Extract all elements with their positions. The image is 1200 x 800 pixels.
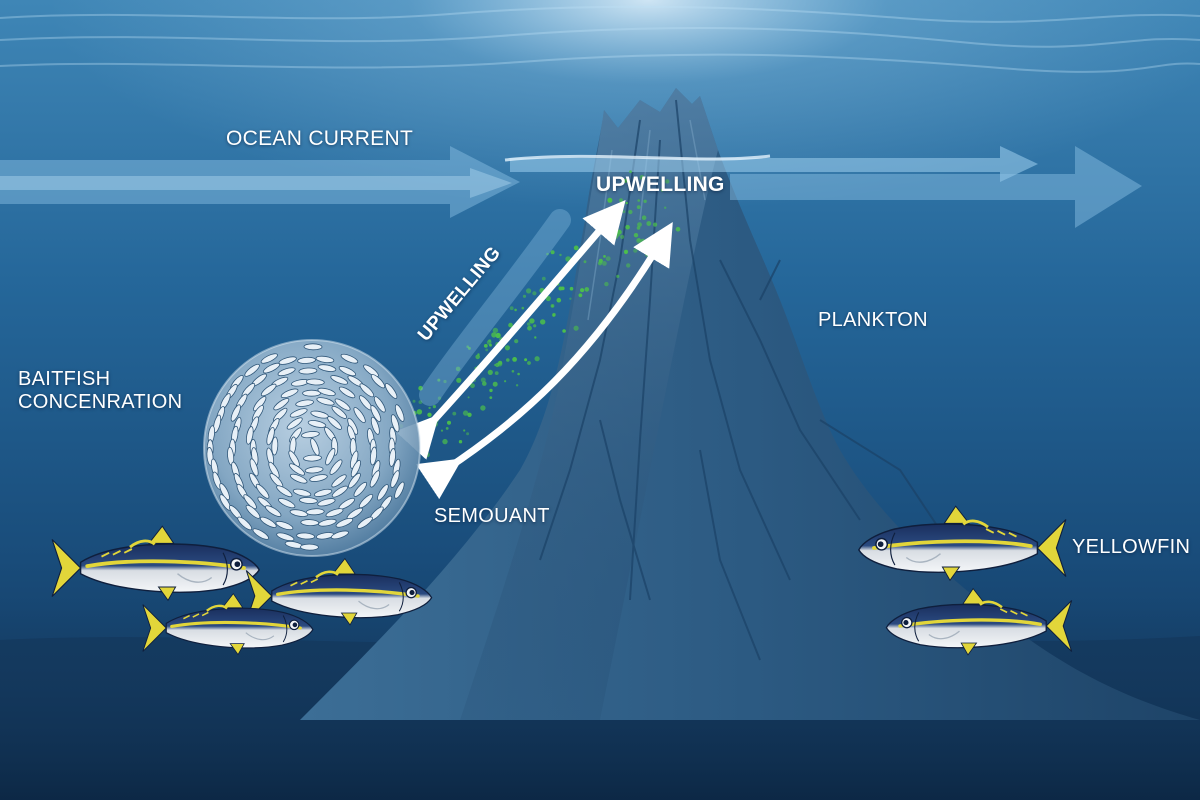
surface-ripples — [0, 5, 1200, 73]
baitfish-label-line2: CONCENRATION — [18, 391, 183, 413]
seamount-label: SEMOUANT — [434, 505, 550, 527]
baitfish-ball-icon — [203, 339, 421, 557]
upwelling-arrow-icon — [395, 200, 673, 500]
baitfish-label-line1: BAITFISH — [18, 368, 111, 390]
plankton-label: PLANKTON — [818, 309, 928, 331]
yellowfin-label: YELLOWFIN — [1072, 536, 1191, 558]
ocean-current-label: OCEAN CURRENT — [226, 127, 414, 150]
current-arrow-icon — [0, 146, 1142, 228]
baitfish-label: BAITFISH CONCENRATION — [18, 368, 182, 414]
upwelling-top-label: UPWELLING — [596, 173, 725, 196]
